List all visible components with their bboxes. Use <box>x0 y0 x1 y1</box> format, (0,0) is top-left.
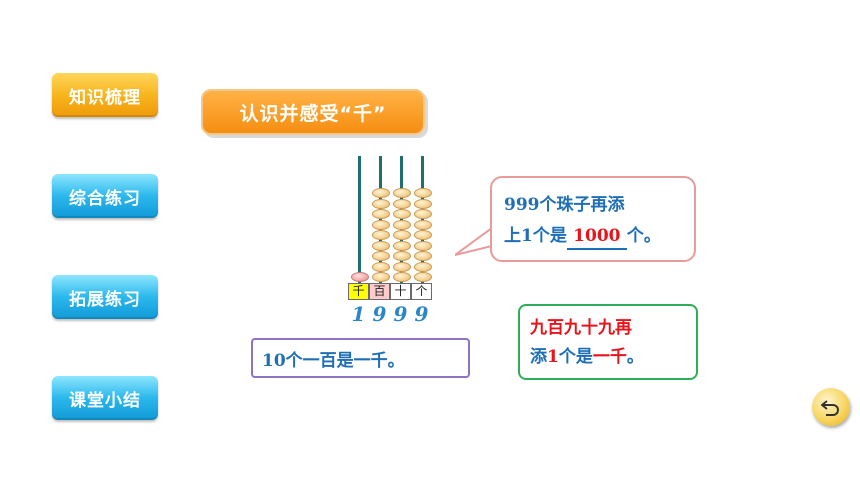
note-box: 九百九十九再 添1个是一千。 <box>518 304 698 380</box>
place-hundreds: 百 <box>369 283 390 300</box>
abacus-bead-hundreds <box>372 240 390 251</box>
abacus-bead-tens <box>393 251 411 261</box>
back-button[interactable] <box>812 388 850 426</box>
speech-line-1: 999个珠子再添 <box>504 195 625 215</box>
note-line-2: 添1个是一千。 <box>530 343 696 372</box>
place-value-row: 千 百 十 个 <box>348 283 432 300</box>
speech-line-2-suffix: 个。 <box>626 226 661 246</box>
abacus-bead-tens <box>393 240 411 251</box>
back-arrow-icon <box>821 400 839 416</box>
abacus-bead-tens <box>393 209 411 219</box>
abacus-bead-tens <box>393 230 411 240</box>
lesson-title: 认识并感受“千” <box>201 89 425 135</box>
abacus-bead-tens <box>393 272 411 282</box>
abacus-bead-ones <box>414 219 432 230</box>
answer-blank: 1000 <box>566 224 627 250</box>
abacus-bead-hundreds <box>372 188 390 198</box>
abacus-bead-tens <box>393 188 411 198</box>
digit-tens: 9 <box>393 302 408 326</box>
nav-button-class-summary[interactable]: 课堂小结 <box>52 376 158 420</box>
note-part-d: 一千 <box>592 347 627 367</box>
abacus-bead-hundreds <box>372 272 390 282</box>
abacus-bead-ones <box>414 198 432 209</box>
abacus: 千 百 十 个 1 9 9 9 <box>340 150 450 330</box>
nav-button-label: 综合练习 <box>69 188 141 209</box>
abacus-bead-hundreds <box>372 209 390 219</box>
abacus-bead-hundreds <box>372 261 390 272</box>
abacus-bead-tens <box>393 198 411 209</box>
abacus-bead-hundreds <box>372 230 390 240</box>
abacus-bead-hundreds <box>372 251 390 261</box>
nav-button-comprehensive-practice[interactable]: 综合练习 <box>52 174 158 218</box>
abacus-bead-thousands <box>351 272 369 282</box>
nav-button-extended-practice[interactable]: 拓展练习 <box>52 275 158 319</box>
place-ones: 个 <box>411 283 432 300</box>
speech-line-2-prefix: 上1个是 <box>504 226 567 246</box>
abacus-bead-tens <box>393 261 411 272</box>
nav-button-knowledge-review[interactable]: 知识梳理 <box>52 73 158 117</box>
nav-button-label: 拓展练习 <box>69 289 141 310</box>
digit-thousands: 1 <box>351 302 366 326</box>
digit-hundreds: 9 <box>372 302 387 326</box>
abacus-bead-ones <box>414 240 432 251</box>
place-thousands: 千 <box>348 283 369 300</box>
abacus-bead-ones <box>414 251 432 261</box>
abacus-bead-ones <box>414 209 432 219</box>
abacus-number: 1 9 9 9 <box>348 302 432 326</box>
fact-text: 10个一百是一千。 <box>262 350 405 371</box>
note-part-c: 个是 <box>558 347 593 367</box>
abacus-bead-hundreds <box>372 219 390 230</box>
note-part-e: 。 <box>626 347 644 367</box>
lesson-title-text: 认识并感受“千” <box>239 102 387 125</box>
note-part-a: 添 <box>530 347 547 367</box>
fact-box: 10个一百是一千。 <box>251 338 470 378</box>
abacus-bead-ones <box>414 188 432 198</box>
note-part-b: 1 <box>547 347 559 367</box>
place-tens: 十 <box>390 283 411 300</box>
nav-button-label: 课堂小结 <box>69 390 141 411</box>
abacus-bead-tens <box>393 219 411 230</box>
digit-ones: 9 <box>414 302 429 326</box>
abacus-bead-ones <box>414 261 432 272</box>
abacus-bead-ones <box>414 230 432 240</box>
abacus-bead-ones <box>414 272 432 282</box>
speech-bubble-tail <box>455 226 494 256</box>
abacus-rod-thousands <box>358 156 361 284</box>
nav-button-label: 知识梳理 <box>69 87 141 108</box>
note-line-1: 九百九十九再 <box>530 318 632 338</box>
abacus-bead-hundreds <box>372 198 390 209</box>
